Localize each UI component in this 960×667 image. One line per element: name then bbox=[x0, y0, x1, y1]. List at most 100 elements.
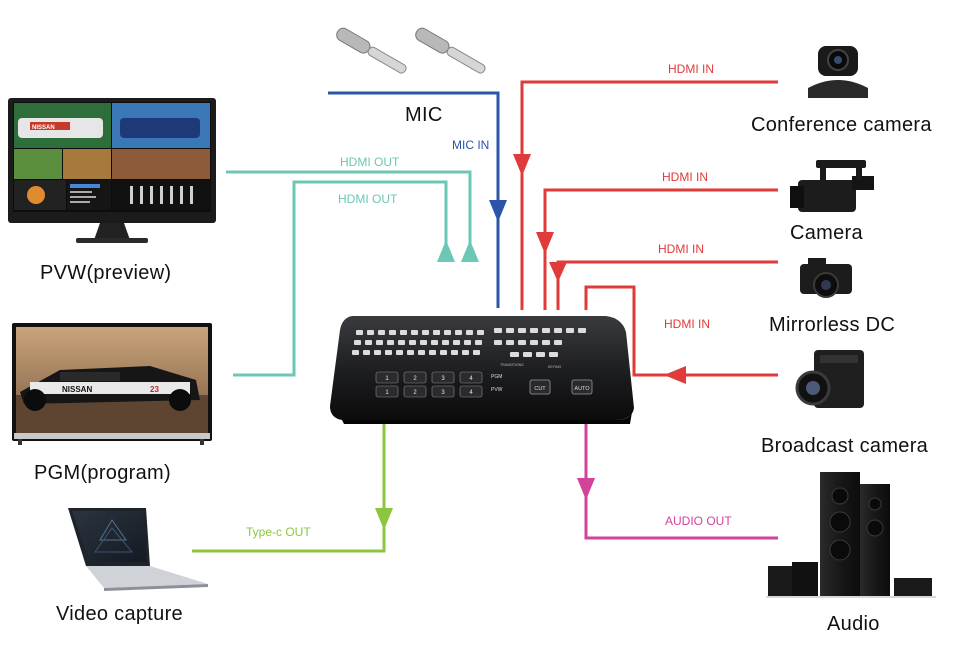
pvw-bus-label: PVW bbox=[491, 387, 503, 393]
switcher-key bbox=[542, 328, 550, 333]
hdmi-in-arrow-1 bbox=[513, 154, 531, 176]
input-key-pvw-2 bbox=[403, 385, 427, 398]
hdmi-in-arrow-3 bbox=[549, 262, 567, 282]
switcher-key bbox=[352, 350, 359, 355]
switcher-key bbox=[453, 340, 460, 345]
switcher-key bbox=[363, 350, 370, 355]
broadcast-label: Broadcast camera bbox=[761, 435, 929, 457]
hdmi-out-line-pvw bbox=[226, 170, 472, 262]
switcher-key bbox=[506, 340, 514, 345]
keying-label: KEYING bbox=[548, 365, 562, 369]
hdmi-in-label-3: HDMI IN bbox=[658, 242, 704, 256]
hdmi-in-arrow-4 bbox=[664, 366, 686, 384]
input-key-label: 2 bbox=[413, 390, 417, 396]
switcher-key bbox=[549, 352, 558, 357]
pvw-monitor: NISSAN bbox=[8, 98, 216, 243]
switcher-key-grid bbox=[352, 328, 586, 357]
switcher-key bbox=[422, 330, 429, 335]
switcher-key bbox=[506, 328, 514, 333]
hdmi-out-arrow-2 bbox=[437, 240, 455, 262]
speakers bbox=[766, 472, 936, 598]
switcher-key bbox=[398, 340, 405, 345]
switcher-key bbox=[442, 340, 449, 345]
mic-in-line bbox=[328, 91, 500, 308]
input-key-pvw-1 bbox=[375, 385, 399, 398]
hdmi-out-line-pgm bbox=[233, 180, 448, 377]
input-key-label: 1 bbox=[385, 390, 389, 396]
hdmi-out-label-2: HDMI OUT bbox=[338, 192, 398, 206]
input-key-label: 2 bbox=[413, 376, 417, 382]
hdmi-out-lines bbox=[226, 170, 472, 377]
switcher-key bbox=[409, 340, 416, 345]
switcher-key bbox=[374, 350, 381, 355]
mirrorless-camera bbox=[800, 258, 852, 298]
pgm-label: PGM(program) bbox=[34, 462, 171, 484]
switcher-key bbox=[466, 330, 473, 335]
switcher-key bbox=[536, 352, 545, 357]
switcher-key bbox=[431, 340, 438, 345]
audio-out-line bbox=[584, 420, 778, 540]
switcher-key bbox=[444, 330, 451, 335]
audio-out-arrow bbox=[577, 478, 595, 500]
switcher-key bbox=[554, 340, 562, 345]
camera-label: Camera bbox=[790, 222, 863, 244]
switcher-key bbox=[429, 350, 436, 355]
input-key-pgm-2 bbox=[403, 371, 427, 384]
switcher-key bbox=[455, 330, 462, 335]
input-key-label: 3 bbox=[441, 390, 445, 396]
audio-out-label: AUDIO OUT bbox=[665, 514, 732, 528]
switcher-key bbox=[387, 340, 394, 345]
camcorder bbox=[790, 160, 874, 212]
pgm-monitor: NISSAN 23 bbox=[12, 323, 212, 445]
auto-button bbox=[571, 379, 593, 395]
transitions-label: TRANSITIONS bbox=[500, 363, 524, 367]
switcher-key bbox=[475, 340, 482, 345]
hdmi-in-line-1 bbox=[520, 80, 778, 310]
hdmi-in-label-2: HDMI IN bbox=[662, 170, 708, 184]
pvw-label: PVW(preview) bbox=[40, 262, 172, 284]
broadcast-camera bbox=[795, 350, 864, 408]
switcher-key bbox=[440, 350, 447, 355]
hdmi-in-label-1: HDMI IN bbox=[668, 62, 714, 76]
usb-out-label: Type-c OUT bbox=[246, 525, 311, 539]
switcher-key bbox=[518, 340, 526, 345]
switcher-key bbox=[400, 330, 407, 335]
switcher-key bbox=[518, 328, 526, 333]
switcher-key bbox=[578, 328, 586, 333]
usb-out-arrow bbox=[375, 508, 393, 530]
mic-label: MIC bbox=[405, 104, 443, 126]
switcher-key bbox=[494, 340, 502, 345]
switcher-key bbox=[542, 340, 550, 345]
input-key-label: 4 bbox=[469, 390, 473, 396]
switcher-key bbox=[523, 352, 532, 357]
switcher-key bbox=[494, 328, 502, 333]
switcher-key bbox=[354, 340, 361, 345]
pvw-screen-brand: NISSAN bbox=[32, 125, 55, 131]
switcher-key bbox=[367, 330, 374, 335]
mirrorless-label: Mirrorless DC bbox=[769, 314, 896, 336]
auto-button-label: AUTO bbox=[574, 386, 590, 392]
conference-camera bbox=[808, 46, 868, 98]
mic-in-arrow bbox=[489, 200, 507, 222]
laptop bbox=[68, 508, 208, 591]
hdmi-in-arrow-2 bbox=[536, 232, 554, 254]
input-key-label: 3 bbox=[441, 376, 445, 382]
mic-in-label: MIC IN bbox=[452, 138, 490, 152]
microphones bbox=[336, 27, 486, 74]
switcher-key bbox=[530, 340, 538, 345]
switcher-key bbox=[418, 350, 425, 355]
hdmi-out-label-1: HDMI OUT bbox=[340, 155, 400, 169]
switcher-key bbox=[451, 350, 458, 355]
cut-button bbox=[529, 379, 551, 395]
conference-label: Conference camera bbox=[751, 114, 932, 136]
input-key-pvw-4 bbox=[459, 385, 483, 398]
switcher-key bbox=[407, 350, 414, 355]
input-key-pvw-3 bbox=[431, 385, 455, 398]
switcher-key bbox=[365, 340, 372, 345]
hdmi-out-arrow-1 bbox=[461, 240, 479, 262]
hdmi-in-line-2 bbox=[543, 188, 778, 310]
switcher-key bbox=[411, 330, 418, 335]
switcher-key bbox=[477, 330, 484, 335]
